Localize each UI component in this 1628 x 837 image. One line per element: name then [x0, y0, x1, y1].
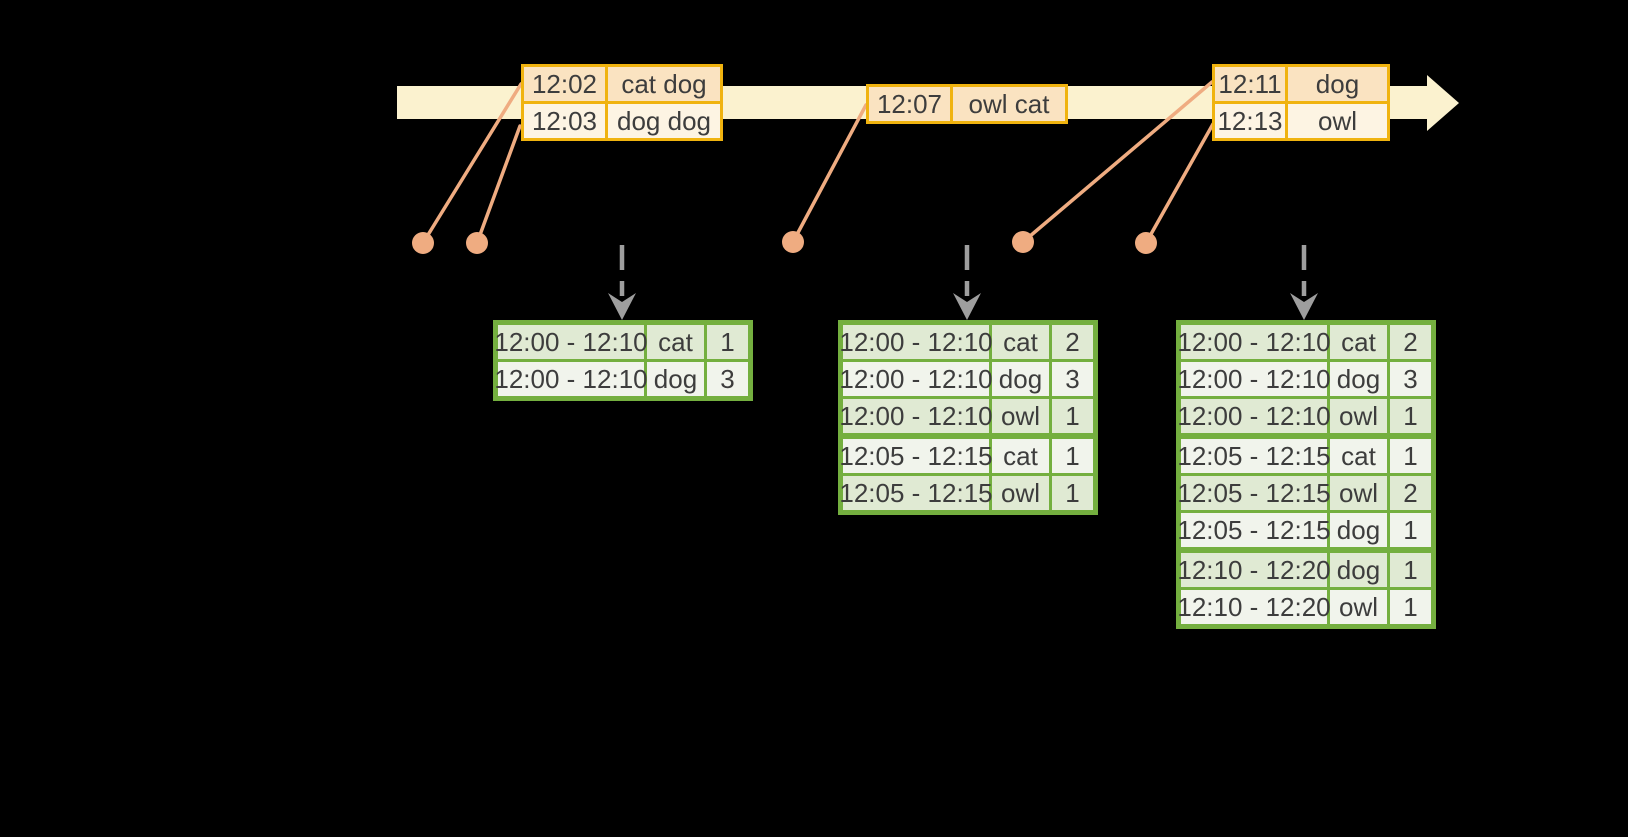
event-row: 12:07 owl cat: [869, 87, 1065, 121]
event-dot-icon: [1012, 231, 1034, 253]
event-table-1: 12:02 cat dog 12:03 dog dog: [521, 64, 723, 141]
word-cell: dog: [1330, 362, 1387, 396]
word-cell: cat: [1330, 325, 1387, 359]
event-words-cell: dog dog: [608, 104, 720, 138]
event-row: 12:11 dog: [1215, 67, 1387, 101]
word-cell: dog: [1330, 513, 1387, 547]
window-cell: 12:00 - 12:10: [1177, 399, 1331, 433]
result-row: 12:00 - 12:10 dog 3: [494, 362, 748, 396]
event-row: 12:02 cat dog: [524, 67, 720, 101]
word-cell: cat: [647, 325, 704, 359]
window-cell: 12:05 - 12:15: [1177, 476, 1331, 510]
window-cell: 12:00 - 12:10: [839, 325, 993, 359]
word-cell: owl: [992, 399, 1049, 433]
result-row: 12:00 - 12:10 dog 3: [1177, 362, 1431, 396]
event-dot-icon: [1135, 232, 1157, 254]
window-cell: 12:00 - 12:10: [1177, 362, 1331, 396]
word-cell: cat: [1330, 439, 1387, 473]
event-connector-line: [1021, 80, 1214, 244]
window-cell: 12:05 - 12:15: [1177, 439, 1331, 473]
word-cell: owl: [1330, 399, 1387, 433]
event-connector-line: [421, 82, 523, 245]
trigger-arrow-icon: [608, 245, 636, 320]
count-cell: 2: [1390, 325, 1431, 359]
event-time-cell: 12:03: [524, 104, 605, 138]
count-cell: 1: [1052, 476, 1093, 510]
timeline-arrowhead-icon: [1427, 75, 1459, 131]
result-row: 12:00 - 12:10 cat 1: [494, 325, 748, 359]
result-row: 12:00 - 12:10 cat 2: [839, 325, 1093, 359]
event-words-cell: owl: [1288, 104, 1387, 138]
event-words-cell: dog: [1288, 67, 1387, 101]
count-cell: 1: [1390, 399, 1431, 433]
word-cell: cat: [992, 325, 1049, 359]
count-cell: 1: [707, 325, 748, 359]
event-time-cell: 12:07: [869, 87, 950, 121]
count-cell: 1: [1390, 439, 1431, 473]
word-cell: owl: [992, 476, 1049, 510]
word-cell: owl: [1330, 590, 1387, 624]
result-row: 12:00 - 12:10 dog 3: [839, 362, 1093, 396]
window-cell: 12:10 - 12:20: [1177, 590, 1331, 624]
result-row: 12:05 - 12:15 dog 1: [1177, 513, 1431, 547]
count-cell: 1: [1390, 590, 1431, 624]
event-markers: [412, 231, 1157, 254]
event-dot-icon: [466, 232, 488, 254]
event-table-2: 12:07 owl cat: [866, 84, 1068, 124]
count-cell: 3: [1390, 362, 1431, 396]
count-cell: 1: [1052, 439, 1093, 473]
window-cell: 12:05 - 12:15: [839, 476, 993, 510]
count-cell: 3: [707, 362, 748, 396]
result-row: 12:00 - 12:10 owl 1: [1177, 399, 1431, 433]
trigger-arrow-icon: [953, 245, 981, 320]
trigger-arrow-icon: [1290, 245, 1318, 320]
word-cell: cat: [992, 439, 1049, 473]
result-row: 12:10 - 12:20 dog 1: [1177, 553, 1431, 587]
count-cell: 3: [1052, 362, 1093, 396]
event-time-cell: 12:13: [1215, 104, 1285, 138]
window-cell: 12:00 - 12:10: [1177, 325, 1331, 359]
count-cell: 2: [1390, 476, 1431, 510]
window-cell: 12:05 - 12:15: [839, 439, 993, 473]
event-words-cell: cat dog: [608, 67, 720, 101]
count-cell: 2: [1052, 325, 1093, 359]
event-connector-line: [475, 124, 522, 245]
event-dot-icon: [782, 231, 804, 253]
count-cell: 1: [1390, 513, 1431, 547]
window-cell: 12:00 - 12:10: [839, 399, 993, 433]
word-cell: dog: [1330, 553, 1387, 587]
result-row: 12:00 - 12:10 owl 1: [839, 399, 1093, 433]
result-row: 12:05 - 12:15 owl 1: [839, 476, 1093, 510]
trigger-arrows: [608, 245, 1318, 320]
window-cell: 12:00 - 12:10: [839, 362, 993, 396]
event-row: 12:03 dog dog: [524, 104, 720, 138]
window-cell: 12:00 - 12:10: [494, 325, 648, 359]
result-row: 12:05 - 12:15 cat 1: [1177, 439, 1431, 473]
event-connector-line: [791, 103, 868, 244]
result-table-2: 12:00 - 12:10 cat 2 12:00 - 12:10 dog 3 …: [838, 320, 1098, 515]
event-connector-line: [1144, 122, 1215, 245]
result-row: 12:05 - 12:15 cat 1: [839, 439, 1093, 473]
result-row: 12:05 - 12:15 owl 2: [1177, 476, 1431, 510]
event-words-cell: owl cat: [953, 87, 1065, 121]
result-table-3: 12:00 - 12:10 cat 2 12:00 - 12:10 dog 3 …: [1176, 320, 1436, 629]
window-cell: 12:05 - 12:15: [1177, 513, 1331, 547]
word-cell: owl: [1330, 476, 1387, 510]
count-cell: 1: [1052, 399, 1093, 433]
count-cell: 1: [1390, 553, 1431, 587]
event-row: 12:13 owl: [1215, 104, 1387, 138]
event-table-3: 12:11 dog 12:13 owl: [1212, 64, 1390, 141]
word-cell: dog: [647, 362, 704, 396]
window-cell: 12:00 - 12:10: [494, 362, 648, 396]
event-connectors: [421, 80, 1215, 245]
result-row: 12:10 - 12:20 owl 1: [1177, 590, 1431, 624]
result-table-1: 12:00 - 12:10 cat 1 12:00 - 12:10 dog 3: [493, 320, 753, 401]
result-row: 12:00 - 12:10 cat 2: [1177, 325, 1431, 359]
window-cell: 12:10 - 12:20: [1177, 553, 1331, 587]
word-cell: dog: [992, 362, 1049, 396]
event-dot-icon: [412, 232, 434, 254]
event-time-cell: 12:11: [1215, 67, 1285, 101]
event-time-cell: 12:02: [524, 67, 605, 101]
